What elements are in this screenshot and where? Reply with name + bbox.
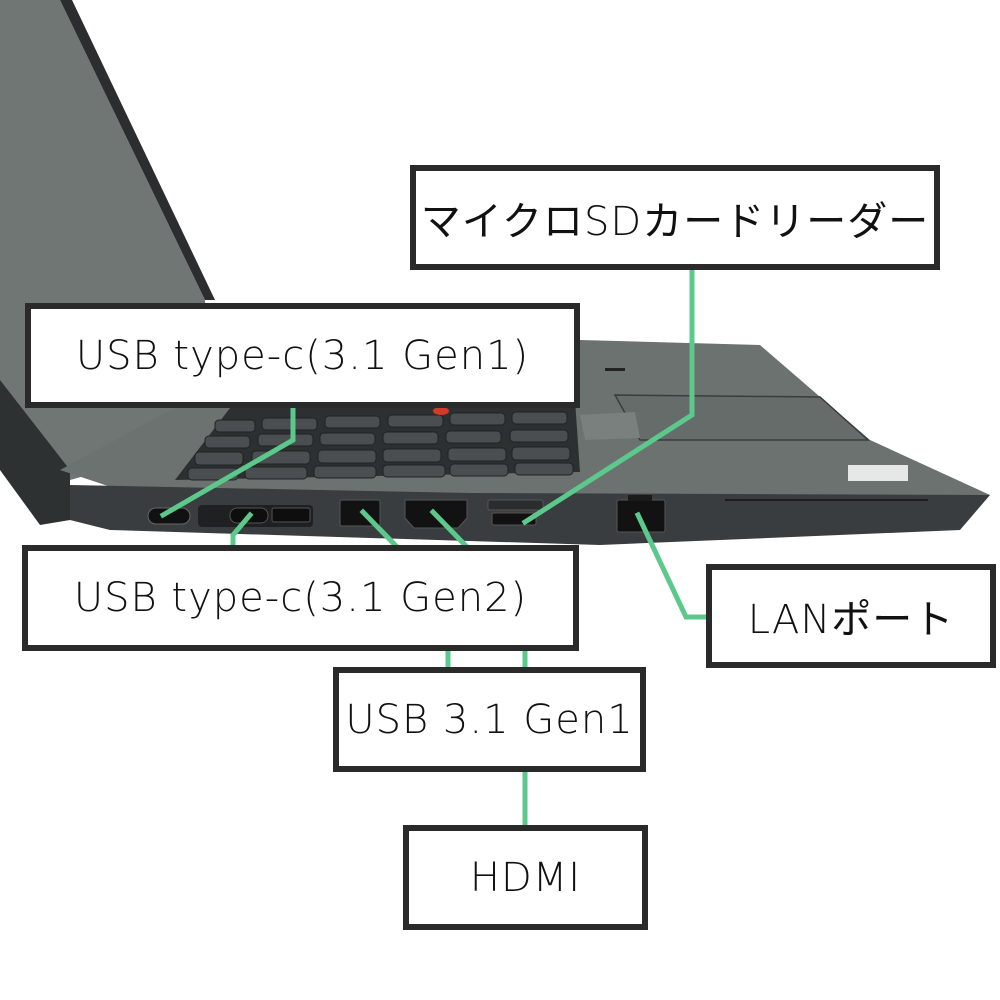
leader-line-usbc-gen1 <box>159 402 296 519</box>
touchpad <box>613 394 870 441</box>
label-usb-c-gen2: USB type-c(3.1 Gen2) <box>22 545 579 651</box>
usb-c-port-icon <box>147 507 191 525</box>
label-microsd-reader: マイクロSDカードリーダー <box>410 165 940 270</box>
label-usb-a-gen1-text: USB 3.1 Gen1 <box>345 696 634 743</box>
docking-port-icon <box>271 507 311 523</box>
leader-line-lan <box>634 511 713 620</box>
label-usb-c-gen2-text: USB type-c(3.1 Gen2) <box>73 575 528 621</box>
label-hdmi-text: HDMI <box>469 854 582 901</box>
leader-lines <box>159 262 713 831</box>
sticker <box>848 465 908 481</box>
label-hdmi: HDMI <box>403 825 648 930</box>
leader-line-hdmi-port <box>429 508 472 552</box>
leader-line-microsd <box>521 262 695 526</box>
label-usb-c-gen1: USB type-c(3.1 Gen1) <box>25 303 580 408</box>
trackpoint <box>433 407 449 415</box>
leader-line-usbc-gen2 <box>230 511 254 551</box>
label-usb-c-gen1-text: USB type-c(3.1 Gen1) <box>75 332 530 379</box>
label-microsd-text: マイクロSDカードリーダー <box>420 198 930 245</box>
label-lan-text: LANポート <box>747 597 955 643</box>
label-usb-a-gen1: USB 3.1 Gen1 <box>333 667 646 772</box>
label-lan-port: LANポート <box>706 564 996 668</box>
leader-line-usb-a-port <box>359 508 402 552</box>
